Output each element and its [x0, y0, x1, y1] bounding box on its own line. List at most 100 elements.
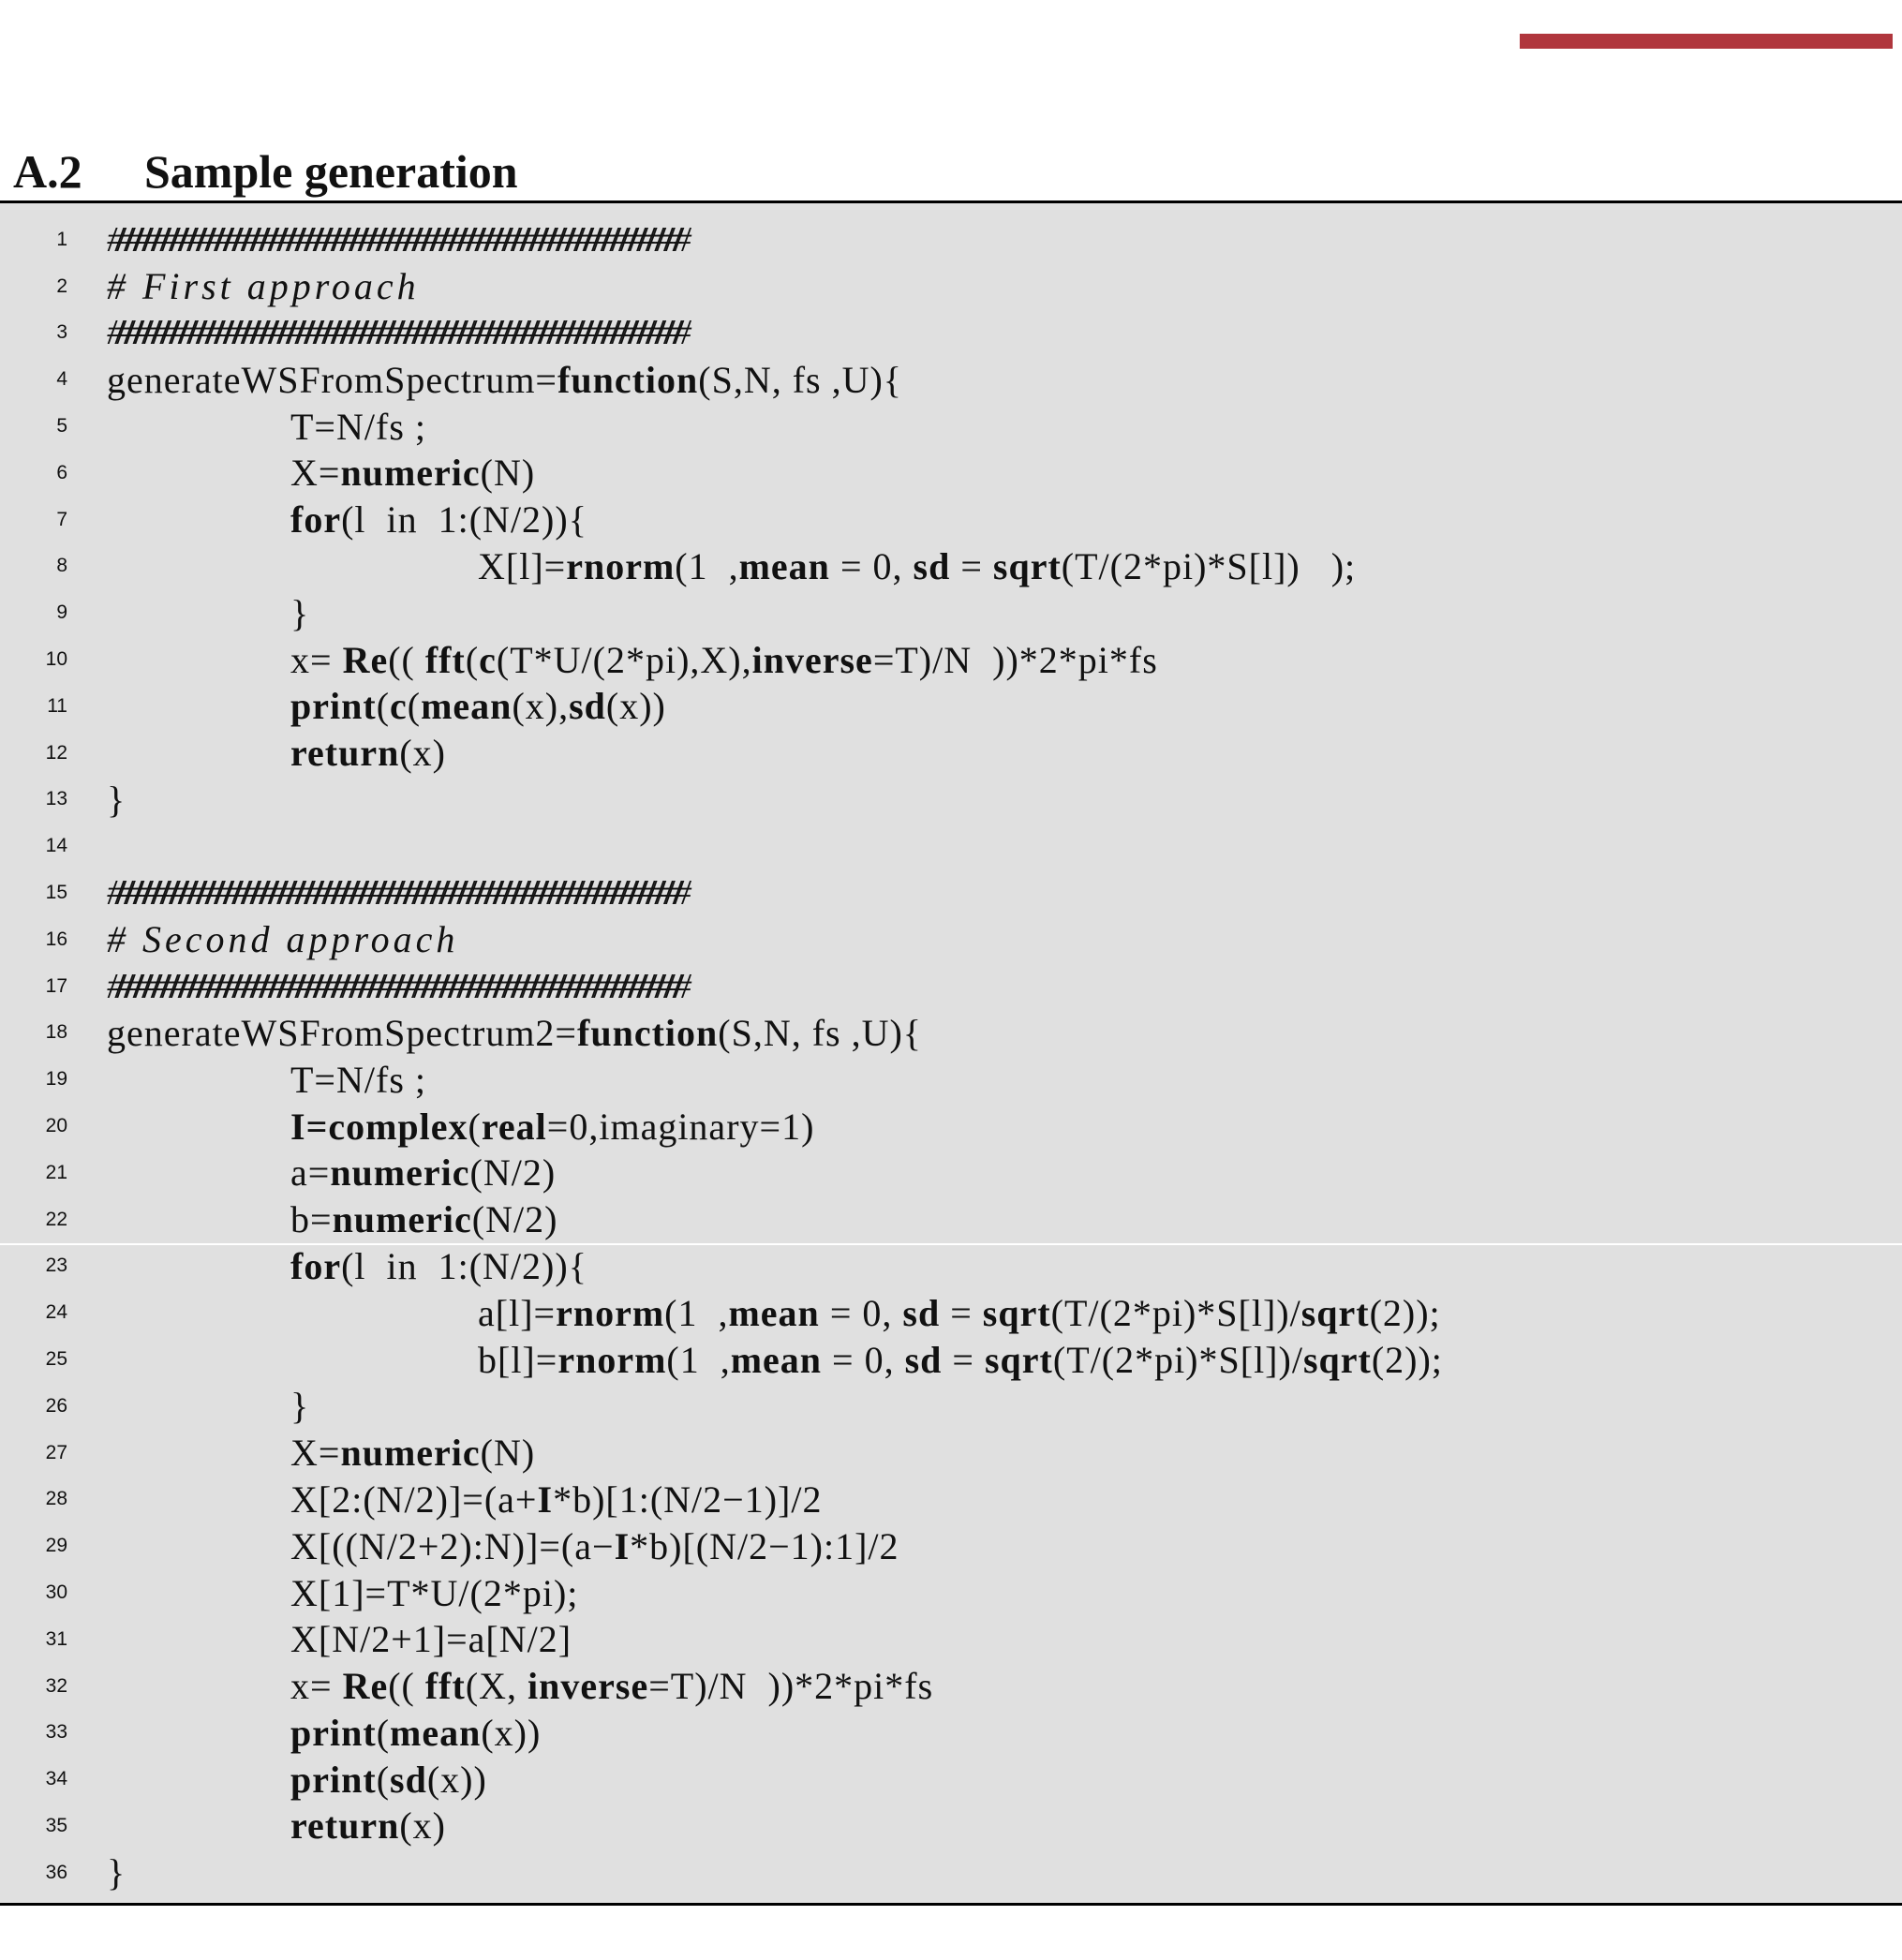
code-token: = 0,	[822, 1338, 905, 1381]
code-token: (X,	[465, 1665, 528, 1708]
code-keyword: function	[577, 1011, 719, 1054]
line-number: 31	[45, 1627, 67, 1650]
code-keyword: complex	[328, 1105, 468, 1148]
code-text: print(c(mean(x),sd(x))	[107, 684, 666, 728]
code-token: T=N/fs ;	[290, 405, 426, 448]
code-token: X[2:(N/2)]=(a+	[290, 1477, 538, 1521]
code-comment: ########################################…	[107, 219, 691, 260]
line-number: 11	[47, 694, 67, 717]
line-number: 6	[56, 461, 67, 483]
code-keyword: fft	[424, 1665, 466, 1708]
code-token: (S,N, fs ,U){	[718, 1011, 922, 1054]
code-token: =0,imaginary=1)	[546, 1105, 815, 1148]
code-token: = 0,	[819, 1291, 903, 1334]
code-token: (	[468, 1105, 482, 1148]
code-token: x=	[290, 1665, 343, 1708]
code-token: (x)	[399, 1804, 446, 1848]
code-keyword: sqrt	[992, 544, 1062, 587]
code-text: X[((N/2+2):N)]=(a−I*b)[(N/2−1):1]/2	[107, 1524, 899, 1568]
code-text: }	[107, 778, 126, 822]
code-text: print(sd(x))	[107, 1758, 487, 1802]
code-line: 3#######################################…	[0, 310, 1902, 357]
line-number: 22	[45, 1208, 67, 1230]
code-keyword: sd	[913, 544, 951, 587]
code-text: generateWSFromSpectrum=function(S,N, fs …	[107, 358, 902, 402]
code-keyword: sd	[904, 1338, 943, 1381]
code-token: (T/(2*pi)*S[l]) );	[1061, 544, 1357, 587]
line-number: 36	[45, 1861, 67, 1883]
code-token: (T/(2*pi)*S[l])/	[1052, 1338, 1303, 1381]
code-text: x= Re(( fft(c(T*U/(2*pi),X),inverse=T)/N…	[107, 638, 1158, 682]
code-keyword: function	[557, 358, 699, 401]
code-text: for(l in 1:(N/2)){	[107, 497, 587, 542]
code-token: (T/(2*pi)*S[l])/	[1050, 1291, 1301, 1334]
code-text: T=N/fs ;	[107, 405, 426, 449]
code-token: ########################################…	[107, 873, 691, 913]
code-token: ((	[388, 638, 425, 681]
line-number: 12	[45, 741, 67, 764]
code-token: =	[940, 1291, 983, 1334]
code-text: a=numeric(N/2)	[107, 1151, 556, 1195]
code-token: X[l]=	[478, 544, 567, 587]
code-token: ########################################…	[107, 313, 691, 353]
line-number: 17	[45, 974, 67, 997]
code-line: 4 generateWSFromSpectrum=function(S,N, fs…	[0, 356, 1902, 403]
code-comment: # First approach	[107, 264, 420, 308]
code-token: (2));	[1371, 1338, 1443, 1381]
code-token: (1 ,	[666, 1338, 731, 1381]
code-token: *b)[1:(N/2−1)]/2	[553, 1477, 823, 1521]
line-number: 1	[56, 228, 67, 250]
code-token: ########################################…	[107, 966, 691, 1006]
code-token: (	[465, 638, 480, 681]
code-keyword: rnorm	[557, 1338, 667, 1381]
line-number: 10	[45, 648, 67, 671]
code-token: a[l]=	[478, 1291, 557, 1334]
code-keyword: Re	[342, 1665, 389, 1708]
code-token: # First approach	[107, 265, 420, 308]
code-line: 13}	[0, 777, 1902, 824]
code-keyword: c	[479, 638, 497, 681]
code-keyword: print	[290, 685, 377, 728]
line-number: 29	[45, 1535, 67, 1557]
code-text: X=numeric(N)	[107, 1431, 535, 1475]
code-token: (2));	[1369, 1291, 1441, 1334]
code-keyword: fft	[424, 638, 466, 681]
line-number: 20	[45, 1115, 67, 1137]
code-token: (x))	[426, 1758, 487, 1801]
line-number: 23	[45, 1255, 67, 1277]
code-keyword: sd	[569, 685, 606, 728]
code-keyword: mean	[728, 1291, 820, 1334]
line-number: 7	[56, 508, 67, 530]
code-comment: ########################################…	[107, 966, 691, 1007]
code-token: (1 ,	[664, 1291, 729, 1334]
line-number: 4	[56, 368, 67, 391]
code-token: (T*U/(2*pi),X),	[496, 638, 752, 681]
code-comment: # Second approach	[107, 917, 458, 961]
code-keyword: inverse	[528, 1665, 649, 1708]
code-keyword: sqrt	[982, 1291, 1051, 1334]
code-text: return(x)	[107, 1804, 446, 1848]
line-number: 8	[56, 555, 67, 577]
code-text: T=N/fs ;	[107, 1058, 426, 1102]
code-token: }	[290, 591, 310, 634]
code-keyword: I	[537, 1477, 554, 1521]
line-number: 32	[45, 1674, 67, 1697]
code-token: (	[376, 685, 391, 728]
code-line: 1 #######################################…	[0, 216, 1902, 263]
code-line: 26}	[0, 1383, 1902, 1430]
code-text: X[2:(N/2)]=(a+I*b)[1:(N/2−1)]/2	[107, 1477, 822, 1522]
code-text: a[l]=rnorm(1 ,mean = 0, sd = sqrt(T/(2*p…	[107, 1291, 1441, 1335]
code-token: b=	[290, 1198, 333, 1241]
header-accent-bar	[1520, 34, 1893, 49]
